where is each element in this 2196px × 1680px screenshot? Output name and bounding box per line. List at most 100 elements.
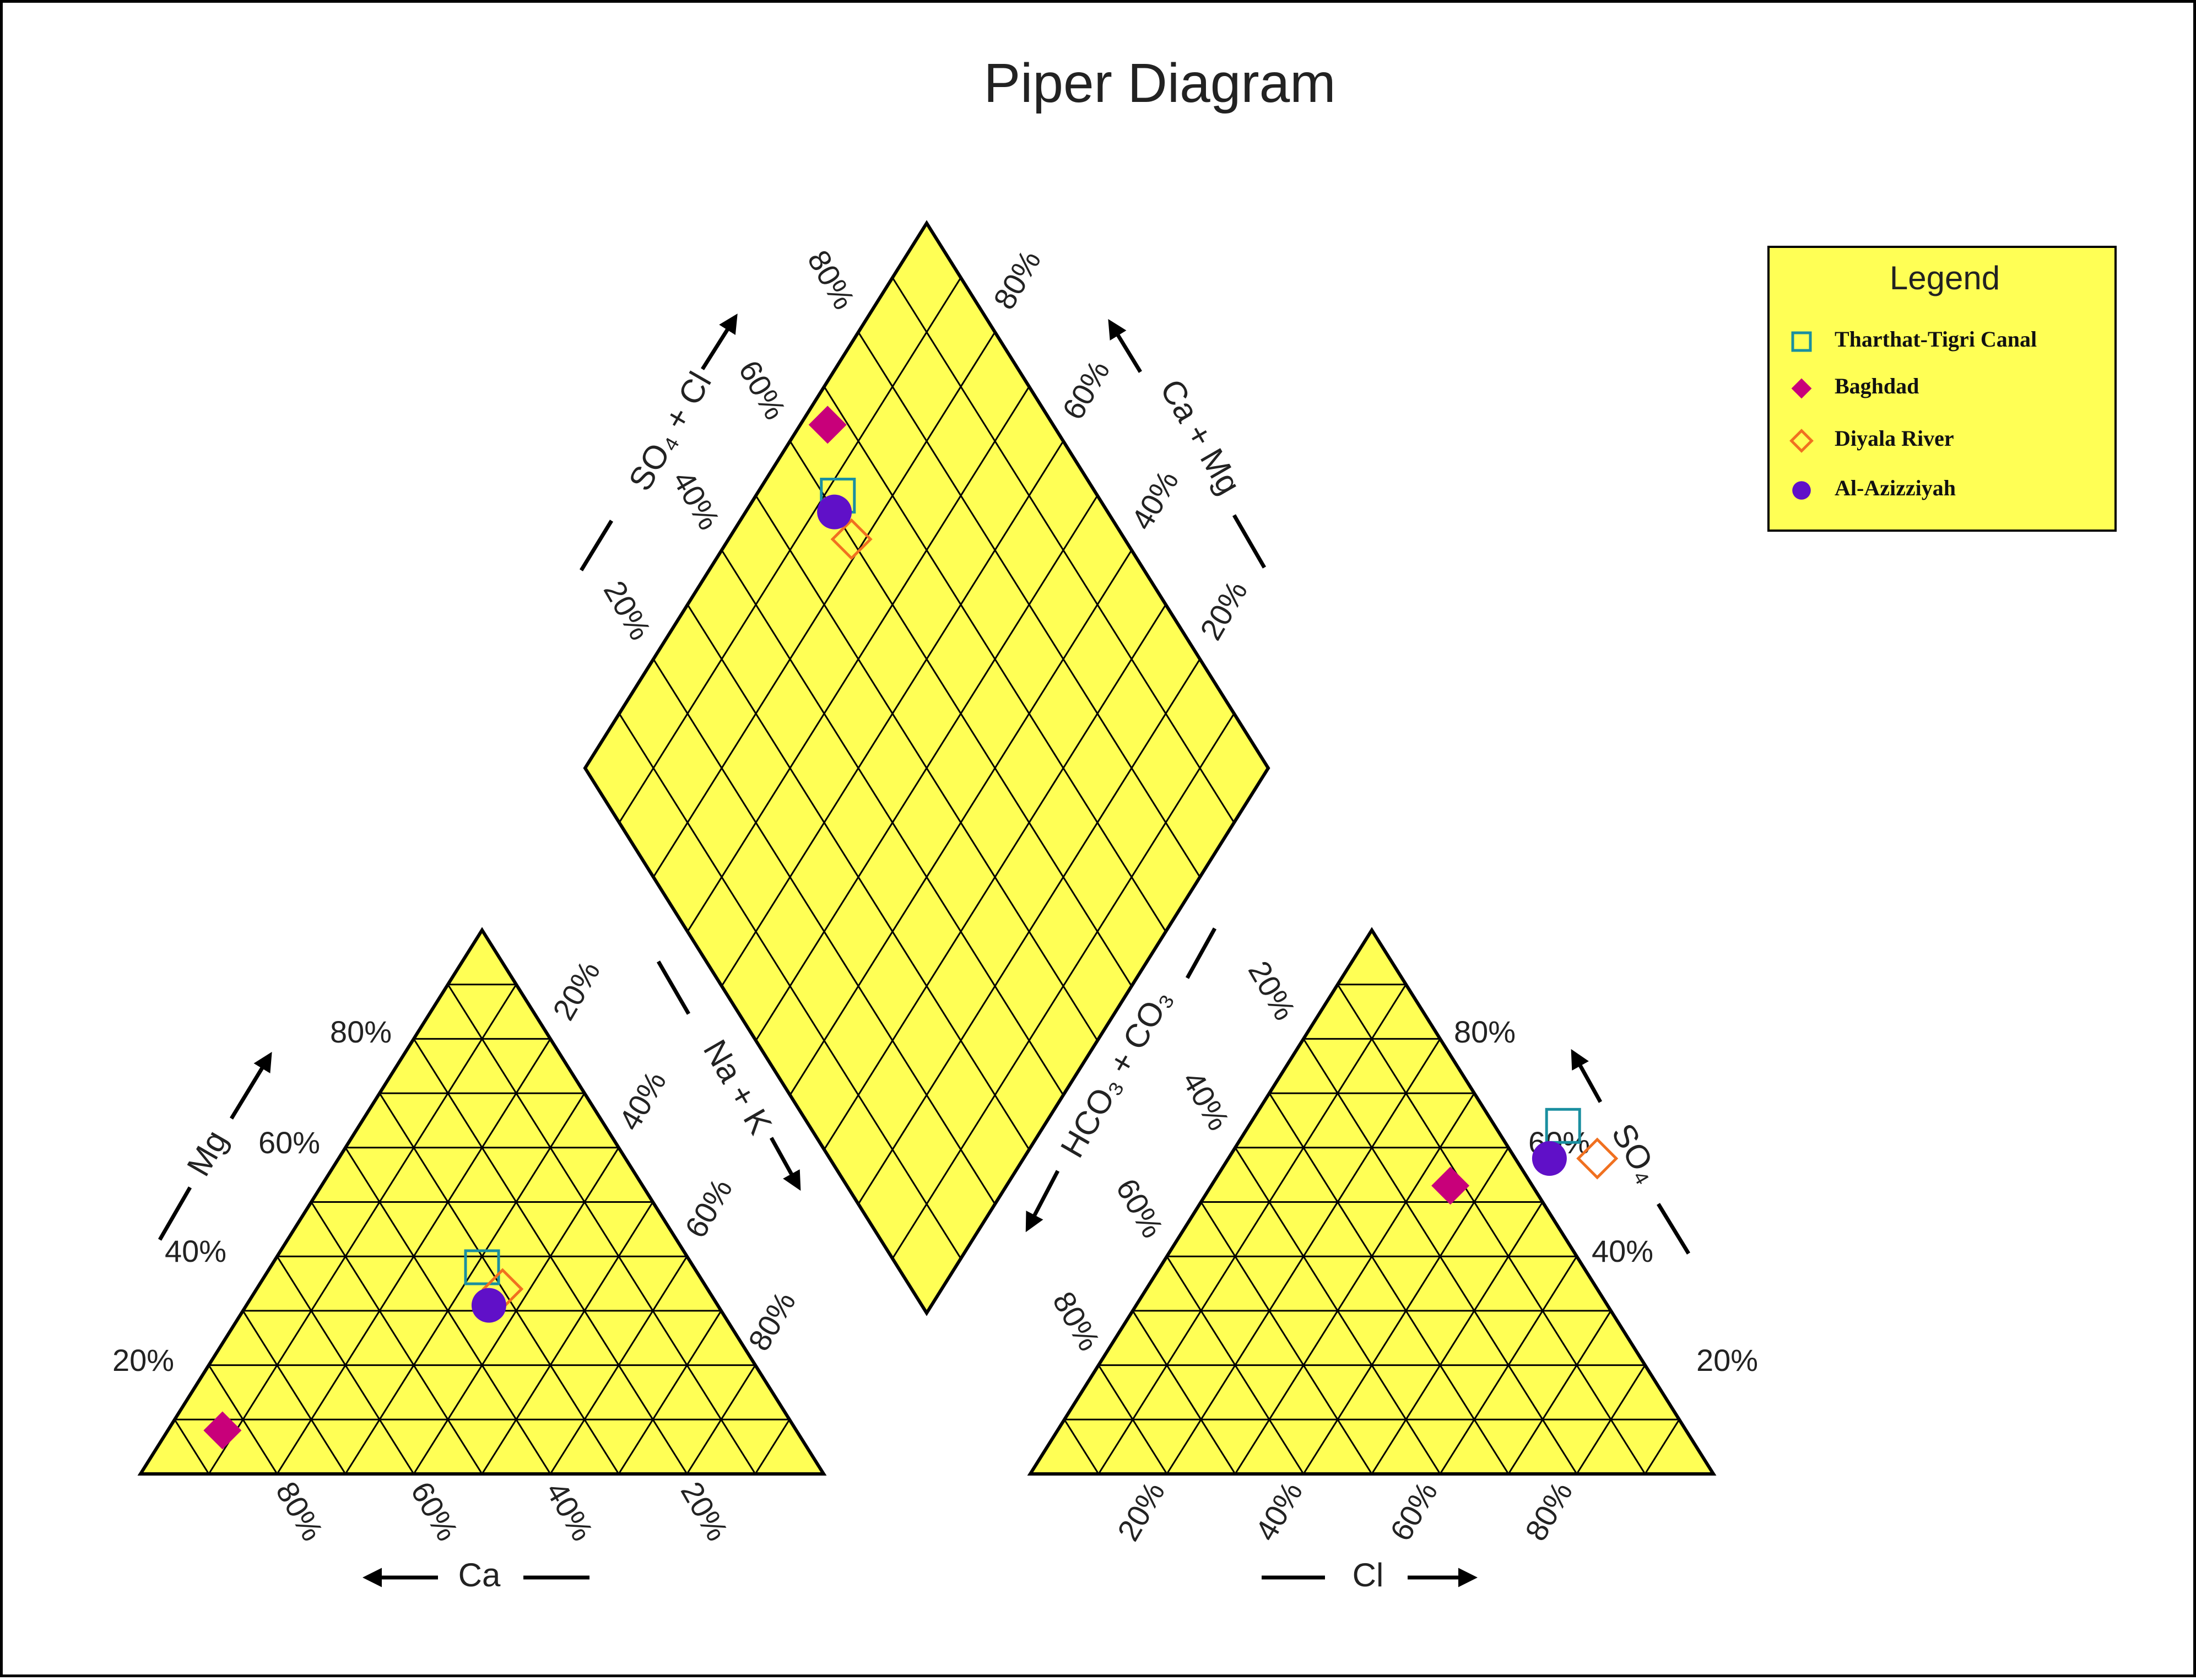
point-anion-tharthat-tigri-canal <box>1545 1108 1581 1144</box>
legend-marker-baghdad <box>1791 378 1812 399</box>
cation-grid-r <box>344 1147 551 1474</box>
tick-ca: 80% <box>269 1476 331 1547</box>
legend-marker-al-azizziyah <box>1792 481 1811 500</box>
tick-so4-cl: 60% <box>732 354 793 425</box>
tick-na-k: 20% <box>546 955 607 1026</box>
tick-so4-cl: 80% <box>801 244 862 315</box>
tick-ca: 60% <box>404 1476 466 1547</box>
so4-dash <box>1657 1203 1690 1255</box>
cation-outline <box>137 927 827 1476</box>
tick-mg: 40% <box>165 1234 226 1268</box>
hco3-arrow <box>1025 1170 1060 1233</box>
axis-title-cl: Cl <box>1353 1557 1384 1593</box>
so4-cl-arrow <box>701 314 738 370</box>
axis-ca-group: Ca <box>458 1557 501 1593</box>
axis-title-mg: Mg <box>180 1124 235 1182</box>
axis-title-ca: Ca <box>458 1557 501 1593</box>
so4-cl-dash <box>580 520 613 571</box>
piper-diagram: Piper Diagram 20%40%60%80%20%40%60%80%80… <box>3 3 2196 1680</box>
point-anion-al-azizziyah <box>1532 1141 1567 1176</box>
anion-grid-r <box>1063 1419 1100 1474</box>
axis-title-so4-cl: SO₄ + Cl <box>621 366 718 497</box>
anion-grid-l <box>1644 1419 1680 1474</box>
point-cation-tharthat-tigri-canal <box>464 1249 500 1285</box>
mg-dash <box>158 1186 192 1241</box>
point-diamond-diyala-river <box>830 518 873 560</box>
legend-label-tharthat-tigri-canal: Tharthat-Tigri Canal <box>1835 327 2037 352</box>
legend-marker-tharthat-tigri-canal <box>1791 331 1812 352</box>
cation-grid-l <box>754 1419 791 1474</box>
point-cation-baghdad <box>203 1411 242 1450</box>
tick-cl: 20% <box>1111 1476 1172 1547</box>
tick-ca-mg: 80% <box>987 244 1048 315</box>
diamond-outline <box>583 220 1270 1316</box>
tick-hco3: 60% <box>1110 1173 1171 1244</box>
point-diamond-al-azizziyah <box>817 494 852 530</box>
diamond-grid-a <box>891 277 1235 823</box>
na-k-arrow <box>769 1137 801 1191</box>
tick-hco3: 80% <box>1046 1285 1107 1357</box>
legend-marker-diyala-river <box>1789 429 1814 453</box>
tick-ca-mg: 60% <box>1056 354 1117 425</box>
cation-grid-r <box>174 1419 210 1474</box>
tick-ca-mg: 20% <box>1193 575 1254 646</box>
hco3-dash <box>1185 927 1217 979</box>
cation-grid-r <box>413 1038 688 1474</box>
anion-grid-r <box>1200 1201 1373 1474</box>
point-anion-diyala-river <box>1576 1137 1619 1180</box>
tick-cl: 60% <box>1383 1476 1445 1547</box>
na-k-dash <box>656 960 691 1015</box>
cation-grid-l <box>618 1310 722 1474</box>
ca-mg-dash <box>1232 514 1267 569</box>
cation-grid-l <box>208 984 517 1474</box>
cation-grid-r <box>310 1201 483 1474</box>
anion-grid-r <box>1268 1093 1510 1474</box>
diamond-grid-b <box>789 549 1133 1096</box>
plot-outlines <box>137 220 1717 1476</box>
piper-plot: Piper Diagram 20%40%60%80%20%40%60%80%80… <box>112 52 2117 1593</box>
tick-so4: 80% <box>1454 1014 1516 1049</box>
anion-outline <box>1027 927 1717 1476</box>
mg-arrow <box>230 1052 272 1120</box>
diamond-grid-a <box>823 386 1167 932</box>
tick-na-k: 40% <box>612 1065 673 1136</box>
tick-na-k: 60% <box>678 1173 739 1244</box>
tick-so4: 20% <box>1696 1343 1758 1378</box>
legend: Legend Tharthat-Tigri CanalBaghdadDiyala… <box>1767 246 2117 532</box>
legend-label-diyala-river: Diyala River <box>1835 426 1954 451</box>
diamond-grid-b <box>823 604 1167 1150</box>
anion-grid-r <box>1337 984 1646 1474</box>
anion-grid-r <box>1302 1038 1578 1474</box>
grid-lines <box>174 277 1680 1474</box>
tick-hco3: 20% <box>1242 955 1303 1026</box>
legend-title: Legend <box>1890 260 2000 296</box>
anion-grid-r <box>1234 1147 1441 1474</box>
point-anion-baghdad <box>1431 1166 1470 1205</box>
anion-grid-l <box>1371 1201 1544 1474</box>
diamond-grid-a <box>857 332 1201 878</box>
legend-label-al-azizziyah: Al-Azizziyah <box>1835 476 1956 500</box>
axis-title-so4: SO₄ <box>1604 1117 1667 1189</box>
tick-ca: 20% <box>674 1476 735 1547</box>
anion-grid-l <box>1234 1093 1475 1474</box>
tick-mg: 80% <box>330 1014 392 1049</box>
anion-grid-l <box>1507 1310 1612 1474</box>
cation-grid-r <box>447 984 756 1474</box>
diamond-grid-b <box>857 658 1201 1204</box>
ca-mg-arrow <box>1108 319 1142 373</box>
anion-grid-r <box>1097 1364 1168 1474</box>
tick-so4-cl: 20% <box>597 575 658 646</box>
tick-so4-cl: 40% <box>666 464 727 536</box>
data-points <box>203 406 1619 1450</box>
cation-grid-l <box>481 1201 654 1474</box>
cation-grid-r <box>276 1256 415 1474</box>
point-cation-al-azizziyah <box>471 1288 506 1323</box>
legend-box <box>1767 246 2117 532</box>
plot-fields <box>140 223 1713 1474</box>
tick-ca: 40% <box>539 1476 601 1547</box>
diamond-grid-a <box>789 440 1133 987</box>
diamond-grid-b <box>755 495 1099 1041</box>
axis-arrows <box>158 314 1690 1587</box>
anion-grid-l <box>1097 984 1407 1474</box>
